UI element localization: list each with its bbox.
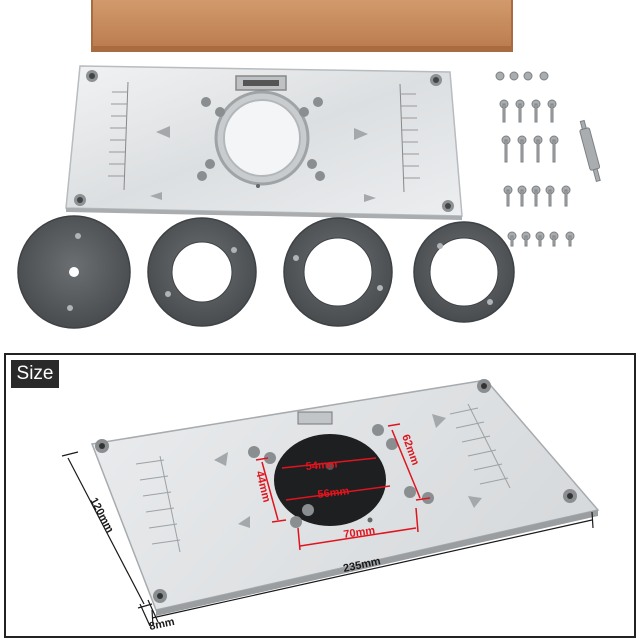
cardboard-box [91, 0, 513, 52]
insert-ring-3 [283, 217, 393, 327]
insert-ring-2 [147, 217, 257, 327]
insert-ring-1 [17, 215, 131, 329]
router-plate-top [65, 65, 463, 220]
dimension-lines-red [255, 423, 431, 551]
dim-56mm: 56mm [317, 485, 350, 501]
size-label: Size [11, 360, 59, 388]
insert-ring-4 [413, 221, 515, 323]
dim-54mm: 54mm [305, 458, 338, 473]
dim-8mm: 8mm [148, 616, 176, 633]
dimension-lines-black [61, 451, 594, 627]
hardware-parts [495, 71, 601, 247]
dim-70mm: 70mm [343, 525, 376, 541]
insert-rings [17, 215, 515, 329]
